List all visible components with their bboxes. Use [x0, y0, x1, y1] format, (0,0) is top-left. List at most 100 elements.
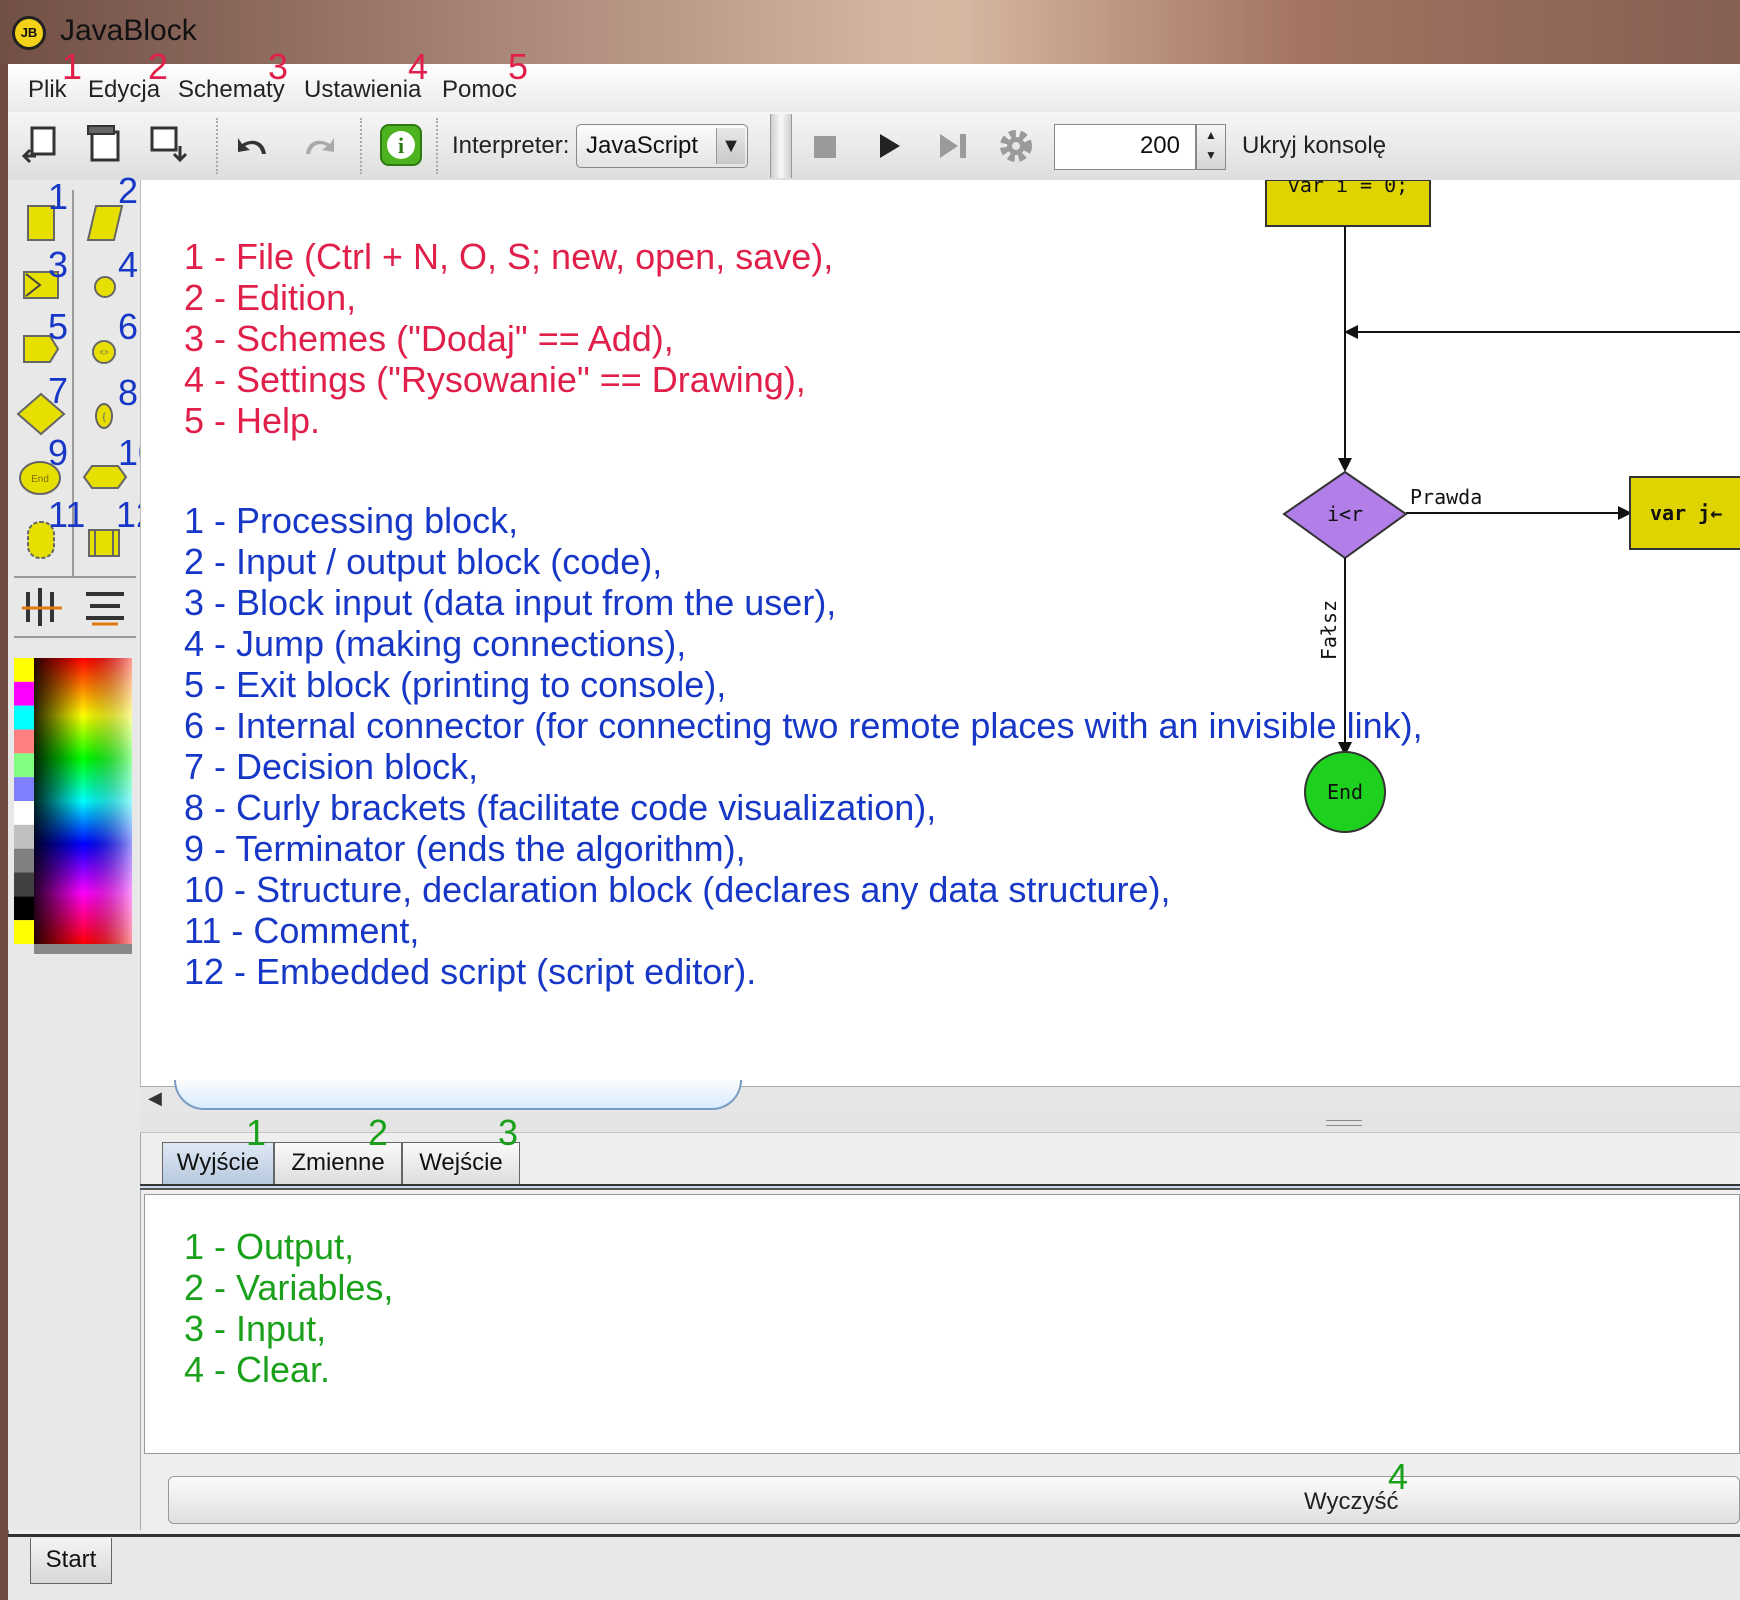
palette-divider [14, 576, 136, 578]
menu-legend-line: 4 - Settings ("Rysowanie" == Drawing), [184, 359, 806, 400]
open-file-icon[interactable] [84, 122, 124, 166]
block-legend-line: 4 - Jump (making connections), [184, 623, 687, 664]
hide-console-button[interactable]: Ukryj konsolę [1242, 132, 1387, 159]
internal-connector-icon[interactable]: <> [90, 338, 120, 368]
menu-legend-line: 5 - Help. [184, 400, 321, 441]
menu-pomoc[interactable]: Pomoc [442, 76, 517, 103]
block-legend: 1 - Processing block, 2 - Input / output… [184, 500, 1423, 992]
align-vertical-icon[interactable] [20, 584, 66, 630]
color-swatch[interactable] [14, 705, 34, 730]
menu-legend-line: 2 - Edition, [184, 277, 357, 318]
console-legend-line: 1 - Output, [184, 1226, 355, 1267]
block-legend-line: 8 - Curly brackets (facilitate code visu… [184, 787, 937, 828]
curly-brackets-icon[interactable]: { [92, 400, 116, 432]
menu-legend-line: 3 - Schemes ("Dodaj" == Add), [184, 318, 674, 359]
embedded-script-icon[interactable] [86, 526, 122, 560]
save-file-icon[interactable] [148, 122, 192, 166]
color-swatch[interactable] [14, 920, 34, 944]
top-process-block[interactable] [1265, 180, 1431, 227]
menu-number-5: 5 [508, 46, 529, 87]
block-legend-line: 6 - Internal connector (for connecting t… [184, 705, 1423, 746]
toolbar [8, 112, 1740, 181]
clear-number: 4 [1388, 1456, 1409, 1497]
align-horizontal-icon[interactable] [82, 584, 128, 630]
color-swatch[interactable] [14, 753, 34, 778]
speed-spinner[interactable]: ▲▼ [1196, 124, 1226, 170]
block-legend-line: 12 - Embedded script (script editor). [184, 951, 757, 992]
step-icon [940, 134, 966, 158]
input-output-block-icon[interactable] [86, 200, 126, 244]
palette-number-4: 4 [118, 244, 139, 285]
comment-icon[interactable] [24, 518, 58, 562]
speed-input-value: 200 [1139, 132, 1180, 159]
menu-plik[interactable]: Plik [28, 76, 67, 103]
console-legend: 1 - Output, 2 - Variables, 3 - Input, 4 … [184, 1226, 393, 1390]
right-process-block[interactable] [1629, 476, 1740, 550]
false-branch-label: Fałsz [1317, 600, 1341, 660]
flowchart: var i = 0; i<r Prawda var j← Fałsz End [1265, 180, 1740, 833]
chevron-down-icon[interactable]: ▼ [716, 128, 745, 164]
color-swatch[interactable] [14, 896, 34, 921]
scroll-left-icon[interactable]: ◀ [148, 1088, 162, 1108]
jump-icon[interactable] [92, 274, 120, 302]
top-process-block-text: var i = 0; [1288, 180, 1408, 197]
console-output[interactable] [144, 1194, 1740, 1454]
color-swatch[interactable] [14, 777, 34, 801]
terminator-icon-label: End [31, 474, 49, 485]
menu-schematy[interactable]: Schematy [178, 76, 285, 103]
window-title: JavaBlock [60, 14, 197, 47]
info-icon[interactable]: i [378, 122, 424, 168]
undo-icon[interactable] [234, 130, 274, 160]
color-swatch[interactable] [14, 658, 34, 682]
menu-ustawienia[interactable]: Ustawienia [304, 76, 422, 103]
clear-button[interactable] [168, 1476, 1740, 1524]
svg-text:<>: <> [99, 348, 109, 357]
panel-splitter[interactable] [140, 1114, 1740, 1133]
color-swatch[interactable] [14, 824, 34, 849]
play-icon[interactable] [872, 128, 906, 164]
color-swatch[interactable] [14, 872, 34, 897]
color-swatch[interactable] [14, 729, 34, 754]
terminator-icon[interactable]: End [18, 458, 64, 498]
color-picker[interactable] [14, 658, 132, 954]
gear-icon [1000, 130, 1032, 162]
menu-bar [8, 64, 1740, 112]
decision-block-text: i<r [1327, 502, 1363, 526]
decision-block-icon[interactable] [16, 392, 66, 436]
title-bar[interactable] [0, 0, 1740, 64]
toolbar-drag-handle[interactable] [770, 114, 792, 178]
color-swatch[interactable] [14, 801, 34, 825]
block-legend-line: 1 - Processing block, [184, 500, 519, 541]
speed-input[interactable] [1054, 124, 1196, 170]
tab-start[interactable]: Start [30, 1538, 112, 1584]
tab-number-3: 3 [498, 1112, 519, 1153]
interpreter-select-value: JavaScript [586, 132, 699, 159]
scrollbar-thumb[interactable] [174, 1080, 742, 1110]
true-branch-label: Prawda [1410, 485, 1482, 509]
block-input-icon[interactable] [22, 268, 62, 302]
stop-icon [814, 136, 836, 158]
tab-zmienne[interactable]: Zmienne [274, 1142, 402, 1184]
menu-legend: 1 - File (Ctrl + N, O, S; new, open, sav… [184, 236, 833, 441]
clear-button-label: Wyczyść [1304, 1488, 1399, 1515]
exit-block-icon[interactable] [22, 332, 62, 366]
palette-number-3: 3 [48, 244, 69, 285]
color-swatch[interactable] [14, 681, 34, 706]
palette-number-7: 7 [48, 370, 69, 411]
tab-wyjscie[interactable]: Wyjście [162, 1142, 274, 1184]
block-legend-line: 10 - Structure, declaration block (decla… [184, 869, 1171, 910]
redo-icon [306, 138, 334, 154]
tab-wejscie[interactable]: Wejście [402, 1142, 520, 1184]
color-swatch[interactable] [14, 848, 34, 873]
menu-number-2: 2 [148, 46, 169, 87]
menu-number-1: 1 [62, 46, 83, 87]
palette-number-9: 9 [48, 432, 69, 473]
new-file-icon[interactable] [20, 122, 60, 166]
structure-block-icon[interactable] [82, 462, 128, 492]
end-terminator[interactable] [1304, 751, 1386, 833]
splitter-grip-icon [1326, 1120, 1362, 1126]
toolbar-separator [436, 118, 438, 174]
processing-block-icon[interactable] [24, 200, 58, 244]
block-legend-line: 9 - Terminator (ends the algorithm), [184, 828, 746, 869]
menu-edycja[interactable]: Edycja [88, 76, 161, 103]
